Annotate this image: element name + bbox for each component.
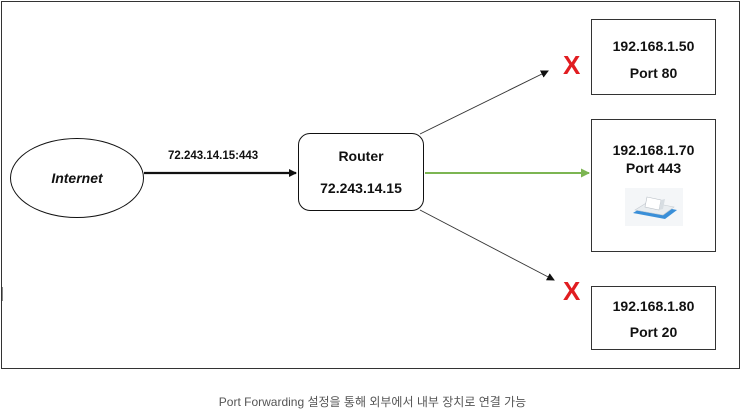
router-ip: 72.243.14.15 (320, 180, 402, 196)
host-node-2: 192.168.1.70 Port 443 (591, 119, 716, 252)
internet-label: Internet (51, 170, 102, 186)
host-3-ip: 192.168.1.80 (613, 298, 695, 314)
router-node: Router 72.243.14.15 (298, 133, 424, 211)
router-device-icon (625, 188, 683, 226)
host-1-ip: 192.168.1.50 (613, 38, 695, 54)
host-2-port: Port 443 (626, 160, 681, 176)
host-node-3: 192.168.1.80 Port 20 (591, 286, 716, 350)
host-2-ip: 192.168.1.70 (613, 142, 695, 158)
internet-node: Internet (10, 138, 144, 218)
host-node-1: 192.168.1.50 Port 80 (591, 19, 716, 95)
host-1-port: Port 80 (630, 65, 677, 81)
router-title: Router (338, 148, 383, 164)
blocked-mark-host-1: X (563, 52, 580, 78)
edge-router-host-1 (420, 71, 548, 134)
figure-caption: Port Forwarding 설정을 통해 외부에서 내부 장치로 연결 가능 (0, 393, 745, 410)
edge-label-public-endpoint: 72.243.14.15:443 (168, 150, 258, 162)
edge-router-host-3 (420, 210, 554, 280)
host-3-port: Port 20 (630, 324, 677, 340)
blocked-mark-host-3: X (563, 278, 580, 304)
